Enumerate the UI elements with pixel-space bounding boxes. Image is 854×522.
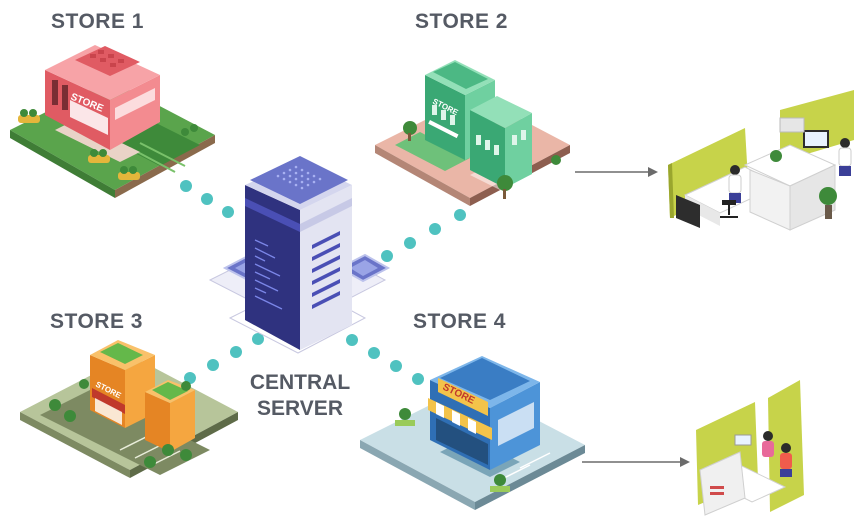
arrow-store4-office <box>582 457 690 467</box>
connector-store3-server <box>184 333 264 384</box>
office-icon <box>696 380 804 516</box>
store4-building: STORE <box>360 356 585 510</box>
connector-store1-server <box>180 180 234 218</box>
central-server-label-line1: CENTRAL <box>249 371 351 394</box>
office-icon <box>668 90 854 231</box>
store1-building: STORE <box>10 45 215 198</box>
store2-building: STORE <box>375 60 570 206</box>
store2-label: STORE 2 <box>415 10 508 33</box>
store4-label: STORE 4 <box>413 310 506 333</box>
connector-store4-server <box>346 334 424 385</box>
central-server-label: CENTRAL SERVER <box>235 370 365 422</box>
server-grid-top <box>276 165 322 190</box>
arrow-store2-office <box>575 167 658 177</box>
central-server-label-line2: SERVER <box>257 397 343 420</box>
store1-label: STORE 1 <box>51 10 144 33</box>
central-server <box>208 156 391 354</box>
store3-building: STORE <box>20 340 238 478</box>
store3-label: STORE 3 <box>50 310 143 333</box>
connector-store2-server <box>381 209 466 262</box>
